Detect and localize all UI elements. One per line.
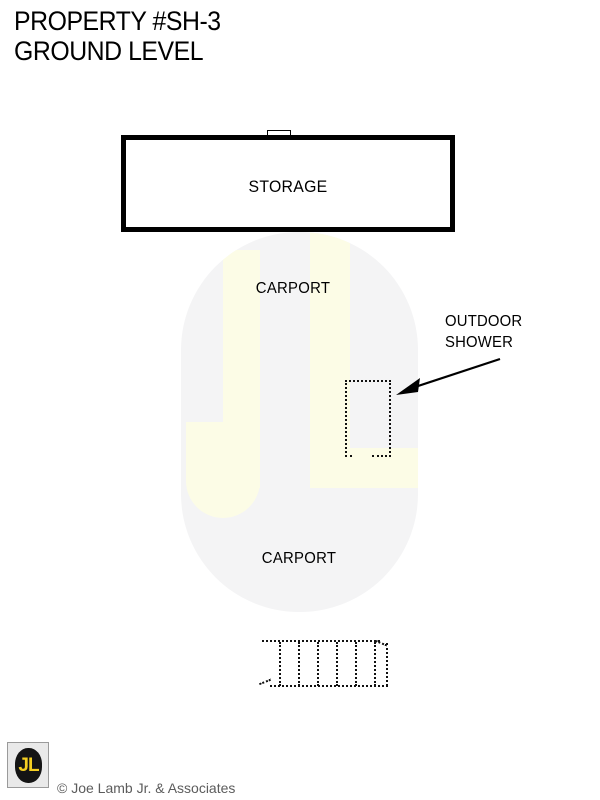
door-icon xyxy=(267,130,291,136)
title-line-level: GROUND LEVEL xyxy=(14,36,204,66)
room-label-carport-upper: CARPORT xyxy=(255,280,331,297)
stairs-corner-bottom-left xyxy=(259,678,274,693)
stairs-edge-bottom xyxy=(270,685,388,689)
watermark-l-foot xyxy=(310,448,418,488)
logo-oval-shape: JL xyxy=(15,748,42,783)
watermark-j-hook-cutout xyxy=(203,422,243,484)
shower-wall-bottom-left xyxy=(345,455,352,459)
room-label-storage: STORAGE xyxy=(248,177,328,196)
shower-wall-right xyxy=(389,380,393,457)
shower-wall-bottom-right xyxy=(372,455,391,459)
room-outdoor-shower xyxy=(345,380,391,457)
stairs xyxy=(259,640,390,693)
room-storage xyxy=(121,135,455,232)
watermark-l-stem xyxy=(310,232,350,488)
title-line-property: PROPERTY #SH-3 xyxy=(14,6,221,36)
logo-letters: JL xyxy=(18,755,39,776)
callout-arrow-icon xyxy=(396,357,501,395)
shower-wall-top xyxy=(345,380,391,384)
stairs-edge-top xyxy=(262,640,380,644)
stairs-edge-right xyxy=(386,643,390,686)
stairs-riser xyxy=(317,642,321,686)
page-title: PROPERTY #SH-3 GROUND LEVEL xyxy=(14,8,239,68)
stairs-riser xyxy=(336,642,340,686)
footer: JL © Joe Lamb Jr. & Associates xyxy=(0,736,600,800)
stairs-riser xyxy=(374,642,378,686)
jl-logo-icon: JL xyxy=(7,742,49,788)
callout-line-2: SHOWER xyxy=(445,334,514,352)
stairs-riser xyxy=(279,642,283,686)
copyright-text: © Joe Lamb Jr. & Associates xyxy=(57,780,236,796)
callout-line-1: OUTDOOR xyxy=(445,313,523,330)
callout-outdoor-shower: OUTDOOR SHOWER xyxy=(445,311,522,353)
jl-watermark xyxy=(181,232,418,612)
room-label-carport-lower: CARPORT xyxy=(261,550,337,567)
stairs-riser xyxy=(355,642,359,686)
shower-wall-left xyxy=(345,380,349,457)
stairs-riser xyxy=(298,642,302,686)
